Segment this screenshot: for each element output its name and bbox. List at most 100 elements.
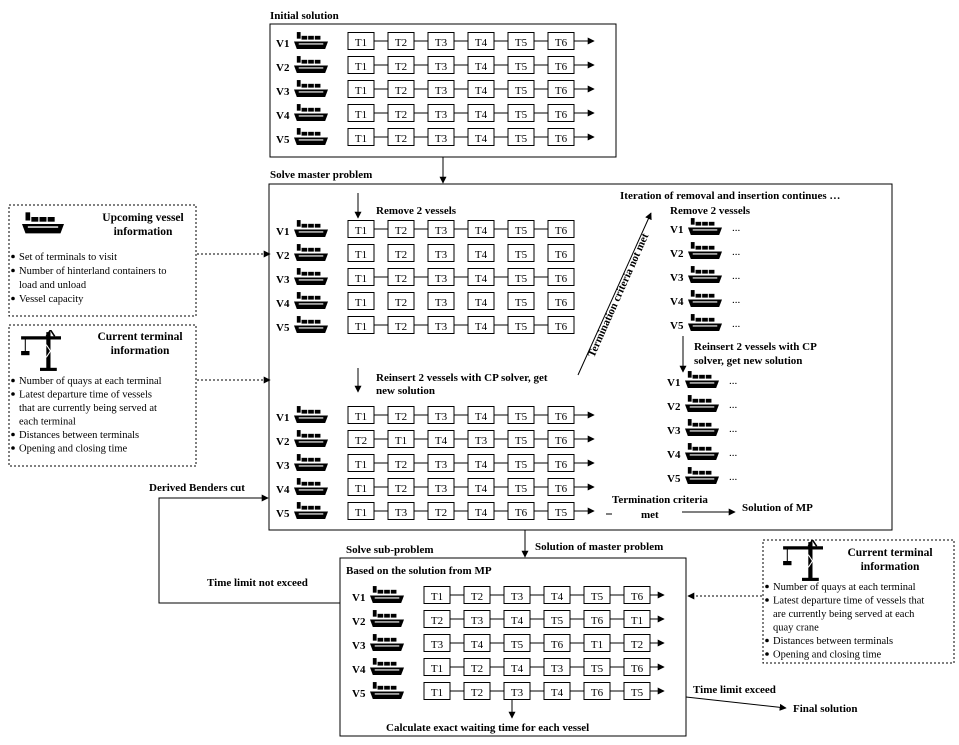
ship-icon <box>685 419 719 437</box>
task-label: T3 <box>431 639 444 651</box>
task-box: T1 <box>347 104 375 122</box>
ship-icon <box>294 454 328 472</box>
bullet-dot <box>765 638 769 643</box>
task-label: T5 <box>515 411 528 423</box>
vessel-label: V3 <box>276 86 290 98</box>
upcoming-vessel-box <box>8 204 197 317</box>
info-item: each terminal <box>19 417 76 428</box>
arrow-time-limit-exceed <box>685 696 787 711</box>
task-label: T5 <box>515 109 528 121</box>
bullet-dot <box>11 268 15 273</box>
ship-icon <box>294 316 328 334</box>
task-box: T6 <box>547 316 575 334</box>
task-label: T3 <box>435 321 448 333</box>
info-item: Distances between terminals <box>773 636 893 647</box>
ellipsis: ... <box>732 246 741 258</box>
task-box: T4 <box>543 682 571 700</box>
task-label: T2 <box>471 591 483 603</box>
task-label: T1 <box>355 321 367 333</box>
termination-met-label-1: Termination criteria <box>612 494 708 506</box>
task-box: T6 <box>547 220 575 238</box>
task-label: T2 <box>431 615 443 627</box>
task-box: T2 <box>387 244 415 262</box>
task-label: T1 <box>355 225 367 237</box>
task-label: T5 <box>515 459 528 471</box>
task-label: T3 <box>435 225 448 237</box>
upcoming-title-1: Upcoming vessel <box>102 212 183 224</box>
task-label: T6 <box>555 85 568 97</box>
vessel-label: V3 <box>352 640 366 652</box>
task-label: T6 <box>631 663 644 675</box>
task-label: T4 <box>471 639 484 651</box>
task-box: T2 <box>387 128 415 146</box>
upcoming-title-2: information <box>114 226 173 238</box>
task-label: T2 <box>471 663 483 675</box>
vessel-label: V1 <box>276 412 289 424</box>
task-label: T2 <box>395 133 407 145</box>
task-label: T1 <box>591 639 603 651</box>
task-box: T1 <box>347 454 375 472</box>
task-box: T3 <box>503 682 531 700</box>
master-problem-panel <box>268 183 893 531</box>
ellipsis: ... <box>732 222 741 234</box>
vessel-label: V5 <box>276 134 290 146</box>
task-box: T1 <box>623 610 651 628</box>
ship-icon <box>370 610 404 628</box>
task-label: T3 <box>551 663 564 675</box>
ellipsis: ... <box>729 447 738 459</box>
task-box: T4 <box>503 658 531 676</box>
task-label: T1 <box>431 591 443 603</box>
solution-of-mp-label: Solution of MP <box>742 502 813 514</box>
task-box-frame <box>347 244 375 262</box>
info-item: Latest departure time of vessels <box>19 390 152 401</box>
task-box: T4 <box>463 634 491 652</box>
task-label: T3 <box>435 459 448 471</box>
task-label: T6 <box>555 483 568 495</box>
bullet-dot <box>11 432 15 437</box>
task-box: T4 <box>543 586 571 604</box>
vessel-label: V3 <box>667 425 681 437</box>
task-label: T1 <box>355 249 367 261</box>
vessel-label: V1 <box>276 226 289 238</box>
iteration-removal-rows: V1...V2...V3...V4...V5... <box>670 218 741 332</box>
task-box: T3 <box>543 658 571 676</box>
task-label: T3 <box>435 273 448 285</box>
task-box: T5 <box>507 56 535 74</box>
iteration-row: V2... <box>667 395 738 413</box>
task-box-frame <box>547 316 575 334</box>
task-label: T5 <box>515 85 528 97</box>
derived-benders-label: Derived Benders cut <box>149 482 245 494</box>
task-box: T3 <box>467 430 495 448</box>
task-box: T4 <box>467 220 495 238</box>
ship-icon <box>294 104 328 122</box>
iteration-row: V1... <box>670 218 741 236</box>
ship-icon <box>370 658 404 676</box>
vessel-label: V5 <box>667 473 681 485</box>
task-box: T2 <box>387 292 415 310</box>
vessel-label: V2 <box>670 248 684 260</box>
ship-icon <box>294 32 328 50</box>
vessel-label: V2 <box>276 250 290 262</box>
task-box: T4 <box>503 610 531 628</box>
iter-reinsert-2: solver, get new solution <box>694 355 802 367</box>
task-label: T4 <box>551 591 564 603</box>
task-box: T5 <box>507 244 535 262</box>
vessel-label: V3 <box>276 274 290 286</box>
task-box: T5 <box>507 454 535 472</box>
vessel-label: V2 <box>276 62 290 74</box>
task-label: T5 <box>515 61 528 73</box>
task-box: T1 <box>347 316 375 334</box>
task-label: T5 <box>551 615 564 627</box>
task-label: T4 <box>551 687 564 699</box>
task-box: T5 <box>507 292 535 310</box>
ship-icon <box>688 242 722 260</box>
task-label: T5 <box>555 507 568 519</box>
